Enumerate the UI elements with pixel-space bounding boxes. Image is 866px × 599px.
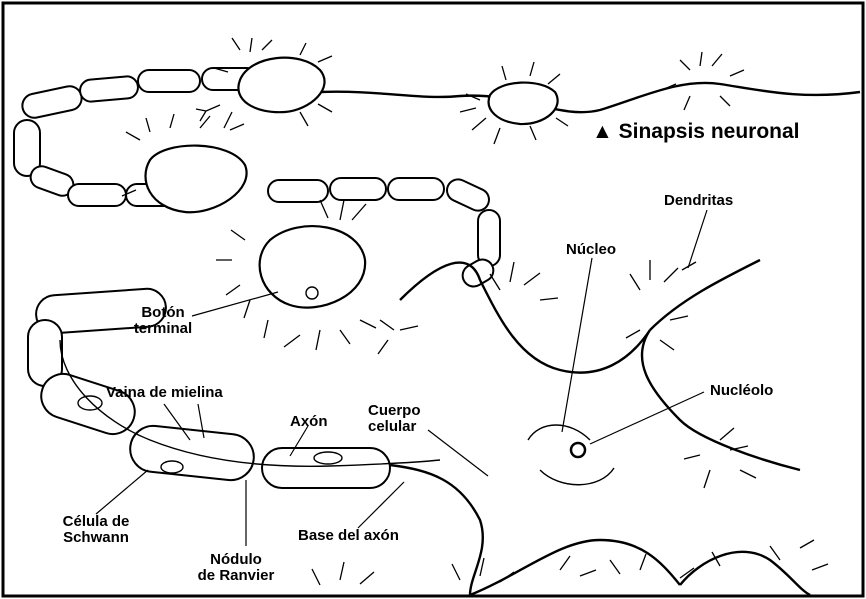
- label-nodulo-ranvier: Nódulo de Ranvier: [186, 552, 286, 584]
- label-base-axon: Base del axón: [298, 528, 399, 544]
- label-celula-schwann: Célula de Schwann: [48, 514, 144, 546]
- label-nucleolo: Nucléolo: [710, 383, 773, 399]
- label-dendritas: Dendritas: [664, 193, 733, 209]
- lower-axon: [28, 288, 440, 488]
- label-axon: Axón: [290, 414, 328, 430]
- leader-lines: [96, 210, 707, 546]
- label-celula-line1: Célula de: [48, 514, 144, 530]
- label-vaina-mielina: Vaina de mielina: [106, 385, 223, 401]
- label-celula-line2: Schwann: [48, 530, 144, 546]
- nucleolus: [571, 443, 585, 457]
- label-boton-terminal: Botón terminal: [128, 305, 198, 337]
- label-cuerpo-line2: celular: [368, 419, 421, 435]
- label-boton-line1: Botón: [128, 305, 198, 321]
- label-nodulo-line2: de Ranvier: [186, 568, 286, 584]
- label-boton-line2: terminal: [128, 321, 198, 337]
- cell-body-outline: [390, 260, 810, 595]
- nucleus: [528, 425, 614, 485]
- label-cuerpo-celular: Cuerpo celular: [368, 403, 421, 435]
- diagram-title: ▲ Sinapsis neuronal: [592, 120, 800, 144]
- label-nucleo: Núcleo: [566, 242, 616, 258]
- label-nodulo-line1: Nódulo: [186, 552, 286, 568]
- label-cuerpo-line1: Cuerpo: [368, 403, 421, 419]
